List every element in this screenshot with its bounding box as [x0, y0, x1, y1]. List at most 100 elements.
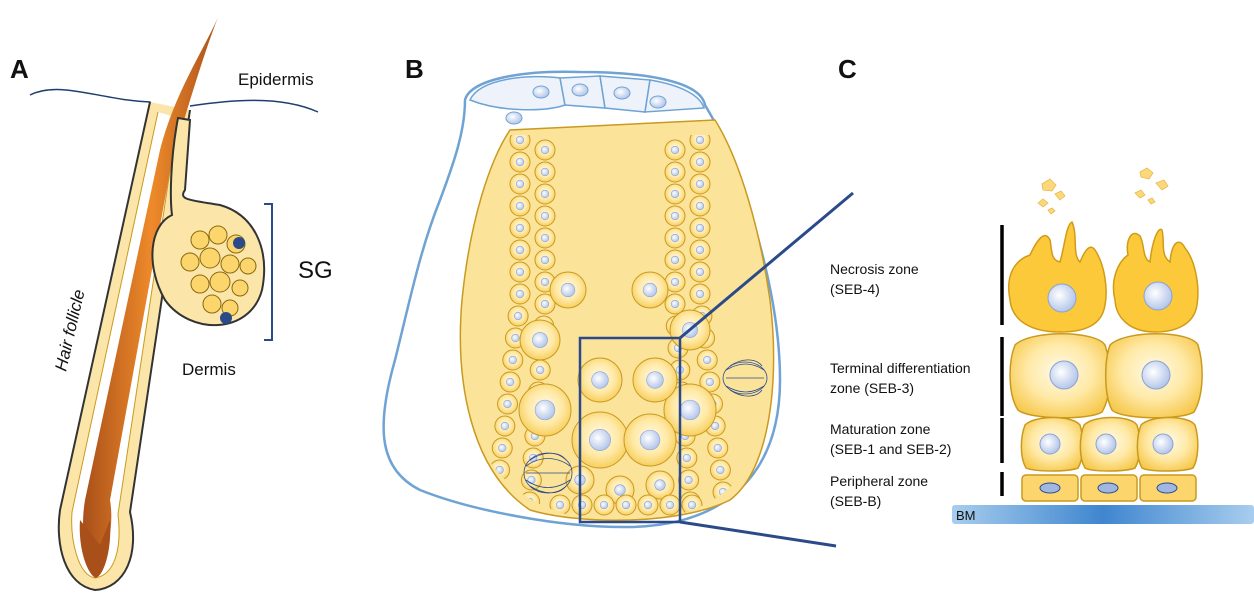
cell-nucleus	[622, 501, 630, 509]
cell-nucleus	[685, 476, 693, 484]
cell-nucleus	[671, 168, 679, 176]
cell-nucleus	[516, 136, 524, 144]
cell-nucleus	[536, 366, 544, 374]
cell-nucleus	[688, 501, 696, 509]
basement-membrane	[952, 505, 1254, 524]
cell-nucleus	[703, 356, 711, 364]
peripheral-zone-label-1: Peripheral zone	[830, 473, 928, 489]
panel-letter-b: B	[405, 54, 424, 84]
cell-nucleus	[501, 422, 509, 430]
cell-nucleus	[683, 454, 691, 462]
cell-nucleus	[516, 268, 524, 276]
dermis-label: Dermis	[182, 360, 236, 379]
cell-nucleus	[717, 466, 725, 474]
maturation-cell	[1021, 418, 1082, 472]
cell-nucleus	[504, 400, 512, 408]
panel-letter-a: A	[10, 54, 29, 84]
peripheral-cell	[1140, 475, 1196, 501]
cell-nucleus	[600, 501, 608, 509]
cell-nucleus	[696, 136, 704, 144]
cell-nucleus	[556, 501, 564, 509]
necrosis-zone-label-2: (SEB-4)	[830, 281, 880, 297]
cell-nucleus	[535, 400, 555, 420]
cell-nucleus	[509, 356, 517, 364]
cell-nucleus	[671, 212, 679, 220]
bm-label: BM	[956, 508, 976, 523]
cell-nucleus	[541, 168, 549, 176]
cell-nucleus	[516, 290, 524, 298]
cell-nucleus	[696, 246, 704, 254]
peripheral-cell	[1022, 475, 1078, 501]
epidermis-label: Epidermis	[238, 70, 314, 89]
necrosis-cell	[1113, 229, 1197, 332]
sg-label: SG	[298, 257, 333, 284]
small-gland-nucleus	[220, 312, 232, 324]
cell-nucleus	[506, 378, 514, 386]
cell-nucleus	[528, 476, 536, 484]
panel-b: B	[384, 54, 853, 546]
cell-nucleus	[541, 234, 549, 242]
cell-nucleus	[541, 146, 549, 154]
cell-nucleus	[643, 283, 657, 297]
cell-nucleus	[671, 300, 679, 308]
cell-nucleus	[516, 246, 524, 254]
cell-nucleus	[541, 278, 549, 286]
cell-nucleus	[615, 485, 626, 496]
peripheral-cell	[1081, 475, 1137, 501]
cell-nucleus	[516, 158, 524, 166]
cell-nucleus	[541, 300, 549, 308]
cell-nucleus	[541, 190, 549, 198]
cell-nucleus	[696, 158, 704, 166]
hair-follicle-label: Hair follicle	[51, 288, 88, 373]
panel-c: C Necrosis zone (SEB-4) Terminal differe…	[830, 54, 1254, 524]
cell-nucleus	[512, 334, 520, 342]
cell-nucleus	[671, 190, 679, 198]
cell-nucleus	[671, 256, 679, 264]
cell-nucleus	[516, 224, 524, 232]
sebum-debris	[1038, 168, 1168, 214]
cell-nucleus	[561, 283, 575, 297]
peripheral-zone-label-2: (SEB-B)	[830, 493, 881, 509]
cell-nucleus	[655, 480, 666, 491]
cell-nucleus	[516, 202, 524, 210]
cell-nucleus	[680, 400, 700, 420]
cell-nucleus	[671, 234, 679, 242]
cell-nucleus	[541, 256, 549, 264]
cell-nucleus	[514, 312, 522, 320]
maturation-cell	[1080, 418, 1139, 472]
terminal-differentiation-cell	[1010, 334, 1110, 418]
cell-nucleus	[696, 224, 704, 232]
small-gland-nucleus	[233, 237, 245, 249]
cell-nucleus	[644, 501, 652, 509]
cell-nucleus	[671, 146, 679, 154]
sg-bracket	[264, 204, 272, 340]
terminal-zone-label-1: Terminal differentiation	[830, 360, 971, 376]
terminal-zone-label-2: zone (SEB-3)	[830, 380, 914, 396]
cell-nucleus	[666, 501, 674, 509]
cell-nucleus	[696, 290, 704, 298]
necrosis-cell	[1009, 222, 1106, 332]
cell-nucleus	[640, 430, 660, 450]
cell-nucleus	[696, 180, 704, 188]
cell-nucleus	[706, 378, 714, 386]
cell-nucleus	[541, 212, 549, 220]
cell-nucleus	[532, 332, 547, 347]
cell-nucleus	[516, 180, 524, 188]
terminal-differentiation-cell	[1106, 334, 1202, 418]
panel-a: A Epidermis SG Dermis Hair follicle	[10, 12, 333, 590]
panel-letter-c: C	[838, 54, 857, 84]
necrosis-zone-label-1: Necrosis zone	[830, 261, 919, 277]
maturation-zone-label-2: (SEB-1 and SEB-2)	[830, 441, 951, 457]
cell-nucleus	[592, 372, 609, 389]
cell-nucleus	[714, 444, 722, 452]
cell-nucleus	[498, 444, 506, 452]
cell-nucleus	[671, 278, 679, 286]
cell-nucleus	[696, 202, 704, 210]
cell-nucleus	[647, 372, 664, 389]
zoom-line-bottom	[680, 522, 836, 546]
cell-nucleus	[696, 268, 704, 276]
maturation-cell	[1137, 418, 1197, 472]
maturation-zone-label-1: Maturation zone	[830, 421, 931, 437]
cell-nucleus	[589, 429, 610, 450]
